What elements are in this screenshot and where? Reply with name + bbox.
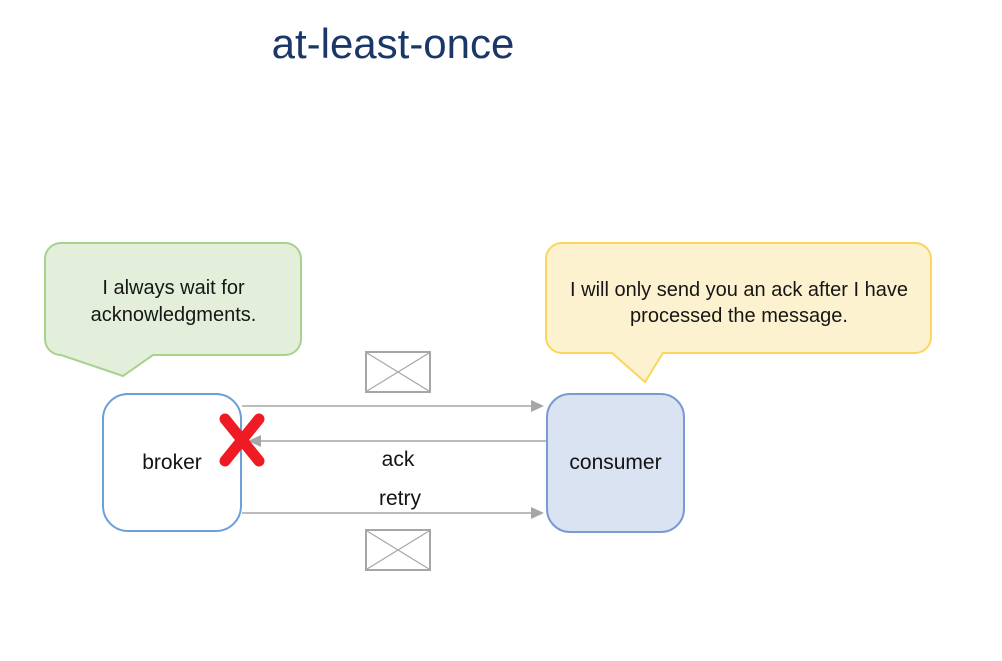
broker-callout-bubble <box>44 242 302 378</box>
retry-arrowhead <box>531 507 544 519</box>
slide-title: at-least-once <box>271 20 515 67</box>
consumer-callout-line-1: I will only send you an ack after I have <box>570 279 908 301</box>
consumer-callout-bubble <box>545 242 932 384</box>
consumer-node-label: consumer <box>569 451 662 474</box>
crossed-envelope-icon-top <box>365 351 431 393</box>
speech-bubble-shape <box>545 242 932 384</box>
broker-callout-line-1: I always wait for <box>102 277 245 299</box>
retry-arrow <box>242 507 544 519</box>
broker-node-label: broker <box>142 450 202 474</box>
ack-arrow-label: ack <box>381 448 415 471</box>
message-arrow <box>242 400 544 412</box>
consumer-callout-text: I will only send you an ack after I have… <box>546 277 932 329</box>
speech-bubble-shape <box>44 242 302 378</box>
x-stroke <box>219 413 265 467</box>
envelope-diagonal <box>366 352 430 392</box>
ack-arrow <box>248 435 546 447</box>
consumer-callout-line-2: processed the message. <box>630 305 848 327</box>
delivery-failure-x-icon <box>219 413 265 467</box>
message-arrowhead <box>531 400 544 412</box>
retry-arrow-label: retry <box>379 487 421 510</box>
envelope-diagonal <box>366 530 430 570</box>
ack-arrowhead <box>248 435 261 447</box>
broker-node: broker <box>102 393 242 532</box>
crossed-envelope-icon-bottom <box>365 529 431 571</box>
consumer-node: consumer <box>546 393 685 533</box>
broker-callout-text: I always wait for acknowledgments. <box>45 275 302 329</box>
broker-callout-line-2: acknowledgments. <box>90 304 257 326</box>
